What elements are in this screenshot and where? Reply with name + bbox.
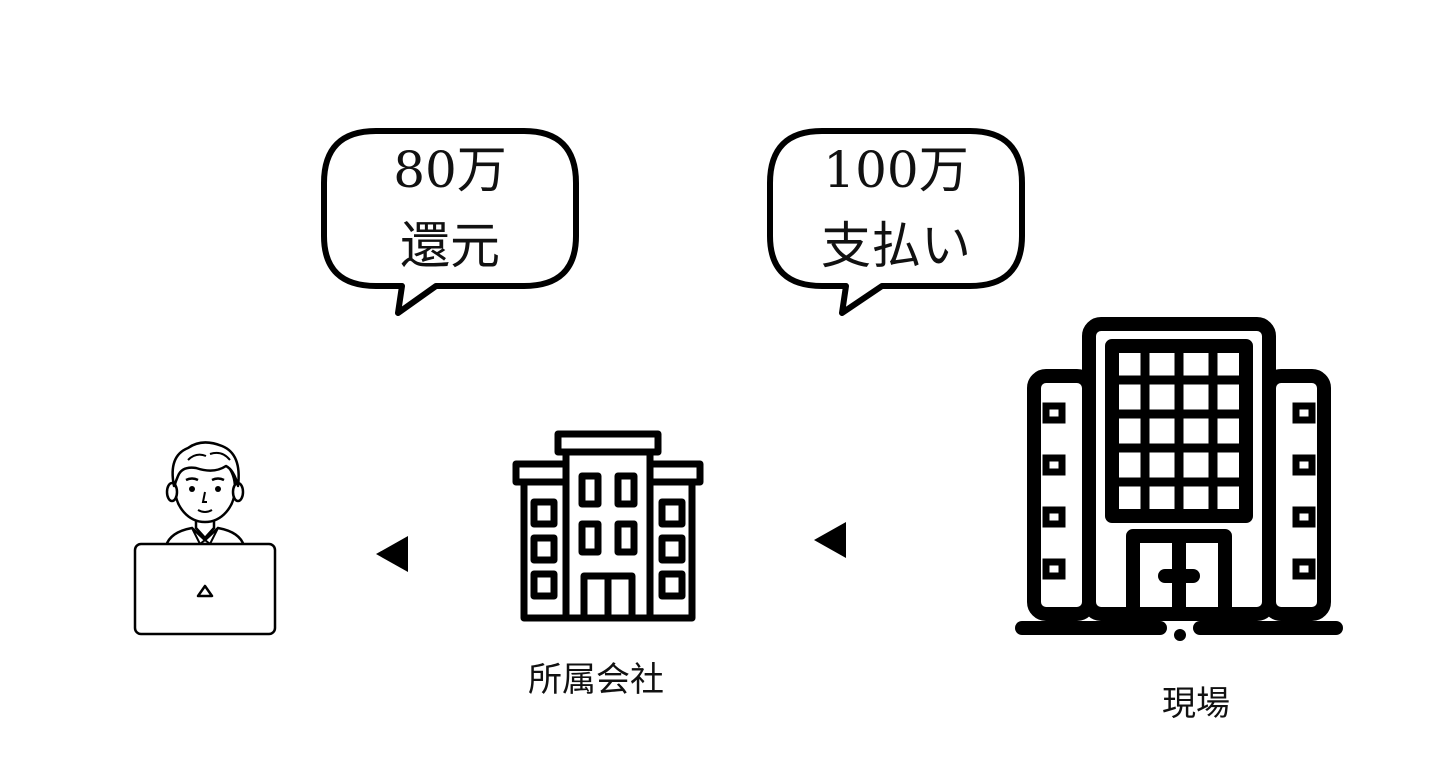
refund-amount: 80万 xyxy=(393,141,507,199)
refund-action: 還元 xyxy=(400,217,500,275)
arrow-to-company xyxy=(812,520,848,560)
payment-amount: 100万 xyxy=(823,141,969,199)
left-triangle-arrow-icon xyxy=(814,522,846,558)
speech-bubble-icon xyxy=(321,128,579,316)
small-office-building-icon xyxy=(512,430,704,622)
large-office-building-icon xyxy=(1015,317,1343,641)
speech-bubble-icon xyxy=(767,128,1025,316)
site-label: 現場 xyxy=(1162,684,1230,724)
person-with-laptop-icon xyxy=(133,441,277,636)
left-triangle-arrow-icon xyxy=(376,536,408,572)
refund-speech-bubble: 80万 還元 xyxy=(318,128,582,316)
worker-figure xyxy=(130,436,280,638)
payment-speech-bubble: 100万 支払い xyxy=(764,128,1028,316)
company-building xyxy=(510,428,706,624)
company-label: 所属会社 xyxy=(528,660,664,700)
payment-action: 支払い xyxy=(821,217,971,275)
site-building xyxy=(1012,314,1346,646)
arrow-to-worker xyxy=(374,534,410,574)
